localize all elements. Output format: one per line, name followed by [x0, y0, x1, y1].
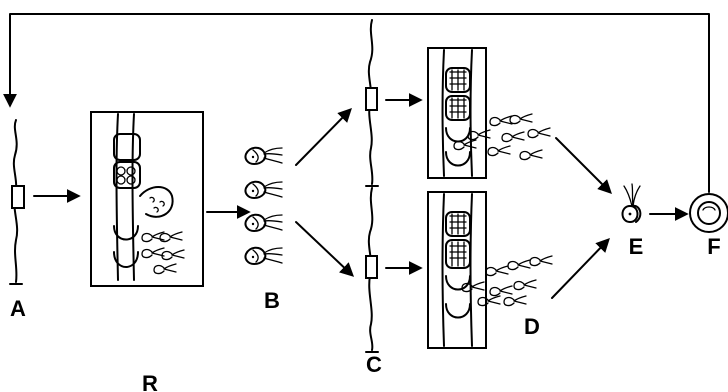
label-d: D [524, 314, 540, 339]
arrow-lower-to-e [551, 237, 610, 299]
plant-upper [365, 19, 379, 187]
plant-c [365, 187, 379, 353]
arrow-b-to-lower [295, 221, 355, 277]
arrow-upper-to-e [555, 137, 612, 194]
label-e: E [629, 234, 644, 259]
swarmers-b [244, 146, 283, 265]
sporangium-box-r [90, 111, 204, 287]
gametangium-box-lower [427, 191, 487, 349]
arrow-b-to-upper [295, 108, 352, 166]
label-b: B [264, 288, 280, 313]
zygote-e [621, 183, 642, 223]
plant-a [9, 119, 25, 285]
feedback-arrow [3, 13, 710, 193]
label-c: C [366, 352, 382, 377]
gametangium-box-upper [427, 47, 487, 179]
label-r: R [142, 371, 158, 392]
zygote-f [689, 193, 728, 233]
label-a: A [10, 296, 26, 321]
label-f: F [707, 234, 720, 259]
